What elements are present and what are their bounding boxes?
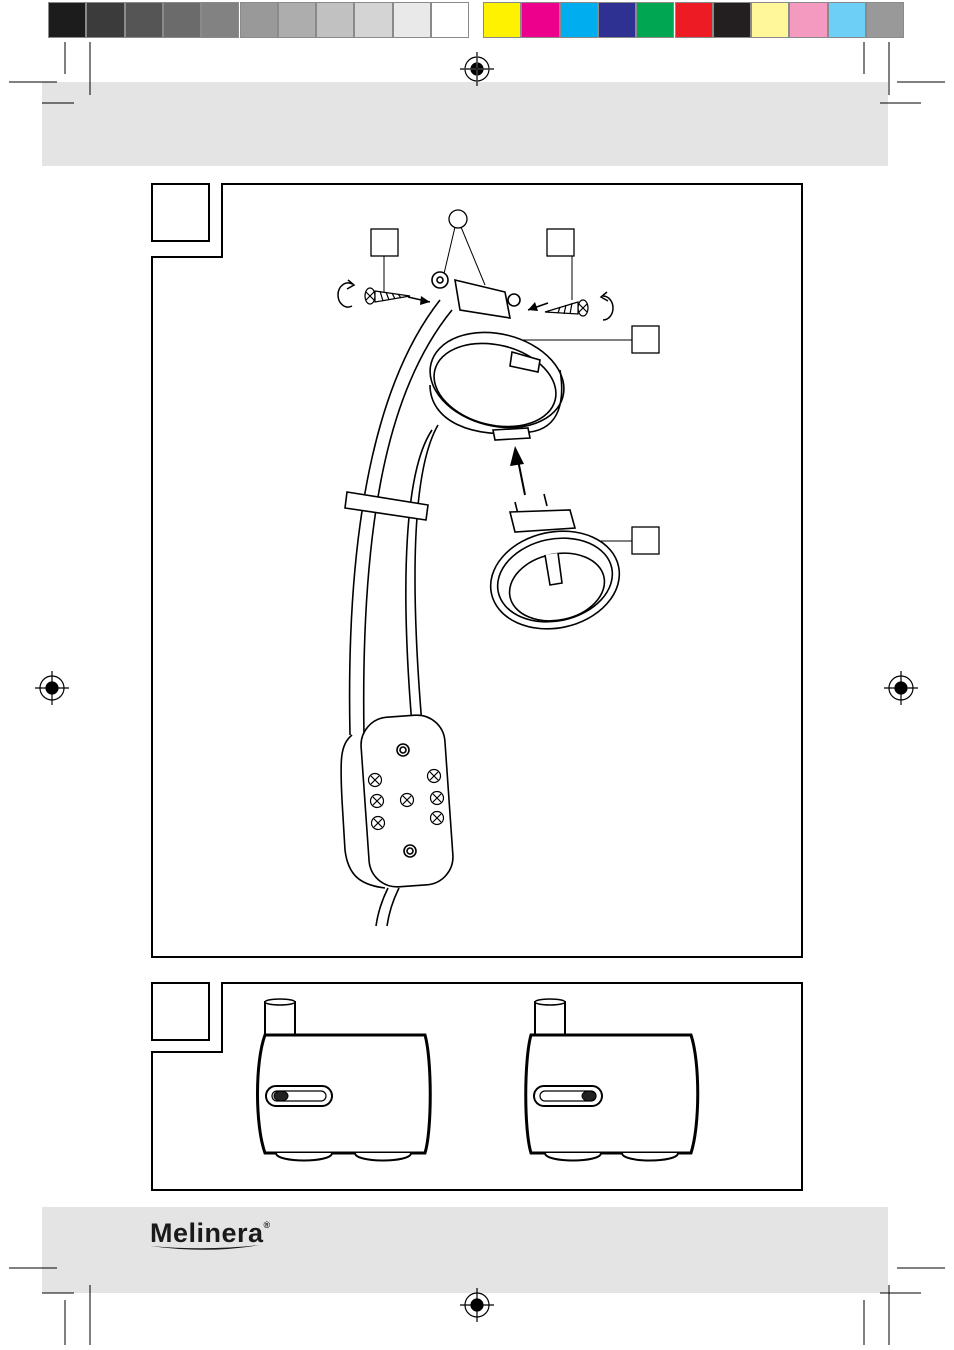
swatch-color [521,2,560,38]
figure-frame-pump [151,982,803,1191]
led-lights [367,768,445,831]
header-band [42,82,888,166]
swatch-color [751,2,790,38]
power-cable [375,887,400,927]
swatch-color [559,2,598,38]
callout-boxes [370,209,660,555]
rotate-right-icon [599,291,614,321]
pump-left [256,998,432,1162]
screw-left [364,287,411,305]
swatch-color [483,2,522,38]
brand-name: Melinera [150,1218,264,1248]
swatch-gray [124,2,163,38]
swatch-gray [392,2,431,38]
swatch-gray [354,2,393,38]
callout-box-lamp-holder [631,325,660,354]
callout-box-screw-right [546,228,575,257]
gooseneck-arm [348,299,453,736]
registration-mark-left [35,671,69,705]
registered-mark: ® [263,1220,271,1230]
brand-logo: Melinera® [150,1218,271,1249]
swatch-gray [86,2,125,38]
swatch-color [674,2,713,38]
pump-right [524,998,700,1162]
swatch-gray [316,2,355,38]
callout-box-bulb [631,526,660,555]
figure-frame-assembly [151,183,803,958]
swatch-gray [201,2,240,38]
logo-swoosh [150,1245,260,1250]
halogen-bulb [489,493,621,630]
registration-mark-top [460,52,494,86]
registration-mark-right [884,671,918,705]
rotate-left-icon [337,279,356,308]
swatch-color [866,2,905,38]
swatch-color [636,2,675,38]
callout-circle-knobs [448,209,468,229]
crop-marks [9,42,945,1345]
swatch-gray [431,2,470,38]
swatch-gray [277,2,317,38]
swatch-gray [239,2,278,38]
swatch-color [597,2,637,38]
registration-mark-bottom [460,1288,494,1322]
swatch-color [789,2,828,38]
lamp-holder [429,271,565,441]
swatch-gray [162,2,202,38]
cable-clip [344,491,429,521]
footer-band [42,1207,888,1293]
swatch-color [827,2,866,38]
arrow-insert-bulb [517,459,526,496]
screw-right [544,299,589,317]
swatch-gray [48,2,87,38]
swatch-color [712,2,752,38]
callout-box-screw-left [370,228,399,257]
